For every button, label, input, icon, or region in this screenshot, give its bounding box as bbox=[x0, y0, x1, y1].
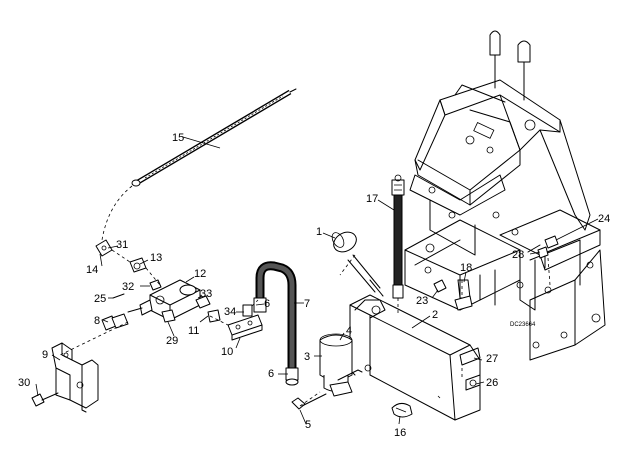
callout-6-lower: 6 bbox=[268, 368, 274, 380]
callout-32: 32 bbox=[122, 281, 134, 293]
callout-26: 26 bbox=[486, 377, 498, 389]
callout-9: 9 bbox=[42, 349, 48, 361]
callout-7: 7 bbox=[304, 298, 310, 310]
mounting-bracket bbox=[51, 342, 99, 413]
callout-11: 11 bbox=[188, 325, 199, 337]
callout-28: 28 bbox=[512, 249, 524, 261]
callout-14: 14 bbox=[86, 264, 98, 276]
control-cable bbox=[131, 88, 297, 187]
shift-lever-handle bbox=[331, 231, 384, 297]
callout-13: 13 bbox=[150, 252, 162, 264]
callout-5: 5 bbox=[305, 419, 311, 431]
valve-body bbox=[127, 279, 211, 323]
figure-code: DC23664 bbox=[510, 322, 536, 328]
callout-27: 27 bbox=[486, 353, 498, 365]
filter-assembly bbox=[291, 333, 372, 410]
latch-parts bbox=[433, 279, 473, 311]
tank-bracket bbox=[349, 294, 481, 421]
callout-8: 8 bbox=[94, 315, 100, 327]
callout-10: 10 bbox=[221, 346, 233, 358]
callout-34: 34 bbox=[224, 306, 236, 318]
callout-6-upper: 6 bbox=[264, 298, 270, 310]
callout-16: 16 bbox=[394, 427, 406, 439]
callout-3: 3 bbox=[304, 351, 310, 363]
callout-15: 15 bbox=[172, 132, 184, 144]
hose-clip bbox=[391, 402, 413, 418]
callout-30: 30 bbox=[18, 377, 30, 389]
callout-29: 29 bbox=[166, 335, 178, 347]
assembly-lines bbox=[59, 60, 551, 407]
callout-18: 18 bbox=[460, 262, 472, 274]
callout-23: 23 bbox=[416, 295, 428, 307]
callout-4: 4 bbox=[346, 325, 352, 337]
callout-12: 12 bbox=[194, 268, 206, 280]
callout-25: 25 bbox=[94, 293, 106, 305]
callout-17: 17 bbox=[366, 193, 378, 205]
callout-2: 2 bbox=[432, 309, 438, 321]
callout-labels: 15 1 17 2 3 4 5 6 6 7 8 9 10 11 12 13 14… bbox=[18, 132, 610, 439]
callout-33: 33 bbox=[200, 288, 212, 300]
callout-31: 31 bbox=[116, 239, 128, 251]
callout-1: 1 bbox=[316, 226, 322, 238]
dipstick-tube bbox=[391, 174, 405, 299]
callout-24: 24 bbox=[598, 213, 610, 225]
leader-lines bbox=[35, 136, 599, 425]
pedestal-frame: DC23664 bbox=[404, 30, 606, 361]
